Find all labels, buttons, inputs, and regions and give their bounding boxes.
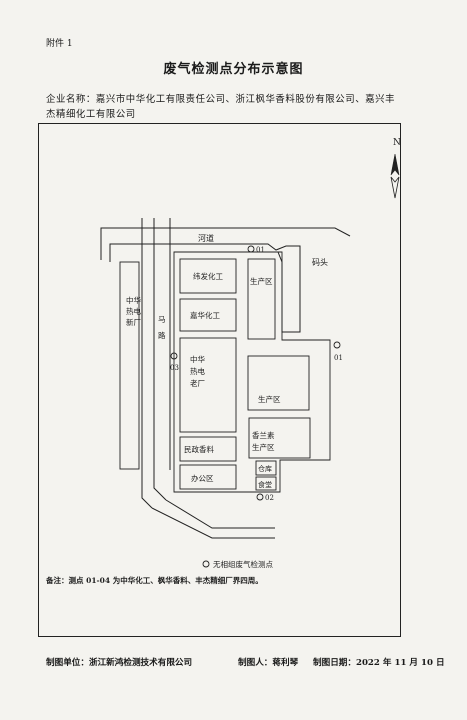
svg-text:中华: 中华	[190, 354, 205, 364]
river-bank-north	[100, 227, 351, 260]
svg-text:生产区: 生产区	[252, 442, 275, 452]
footer-author: 制图人：蒋利琴	[238, 658, 299, 668]
svg-text:热电: 热电	[190, 366, 205, 376]
svg-text:马: 马	[158, 315, 166, 324]
dock-label: 码头	[312, 257, 328, 267]
west-road-right	[153, 218, 167, 501]
sampling-point-03: 03	[170, 352, 179, 372]
river-label: 河道	[198, 233, 214, 243]
west-road-left	[141, 218, 153, 509]
minzheng-label: 民政香料	[184, 444, 214, 454]
thermal-old-label: 中华 热电 老厂	[190, 354, 205, 388]
map-note: 备注：测点 01-04 为中华化工、枫华香料、丰杰精细厂界四周。	[45, 575, 263, 585]
office-block	[179, 464, 237, 490]
annex-label: 附件 1	[46, 39, 73, 49]
minzheng-block	[179, 436, 237, 462]
canteen-block	[255, 476, 277, 491]
jiafa-label: 纬发化工	[193, 271, 223, 281]
map-legend: 无相组废气检测点	[202, 559, 273, 569]
compass-label: N	[393, 138, 401, 148]
warehouse-block	[255, 460, 277, 476]
xianglansu-label: 香兰素 生产区	[252, 430, 275, 452]
svg-text:路: 路	[158, 330, 166, 340]
jiahua-block	[179, 298, 237, 332]
svg-text:中华: 中华	[126, 295, 141, 305]
jiahua-label: 嘉华化工	[190, 310, 220, 320]
sampling-point-02: 02	[256, 493, 274, 502]
company-names: 企业名称：嘉兴市中华化工有限责任公司、浙江枫华香料股份有限公司、嘉兴丰 杰精细化…	[46, 92, 416, 122]
sampling-point-01-north: 01	[247, 245, 265, 254]
svg-text:02: 02	[265, 494, 274, 502]
jiafa-block	[179, 258, 237, 294]
compass-north-arrow: N	[390, 138, 401, 199]
legend-label: 无相组废气检测点	[213, 559, 273, 569]
svg-text:新厂: 新厂	[126, 317, 141, 327]
plant-boundary	[173, 251, 331, 493]
thermal-old-plant-block	[179, 337, 237, 433]
svg-text:老厂: 老厂	[190, 378, 205, 388]
footer-date: 制图日期：2022 年 11 月 10 日	[313, 658, 445, 668]
svg-text:01: 01	[334, 354, 343, 362]
sampling-point-01-east: 01	[333, 341, 343, 362]
road-label: 马 路	[158, 315, 166, 340]
svg-text:03: 03	[170, 364, 179, 372]
production-mid-block	[247, 355, 310, 411]
production-top-label: 生产区	[250, 276, 273, 286]
footer-unit: 制图单位：浙江新鸿检测技术有限公司	[46, 658, 193, 668]
svg-text:01: 01	[256, 246, 265, 254]
production-top-block	[247, 258, 276, 340]
svg-text:香兰素: 香兰素	[252, 430, 275, 440]
production-mid-label: 生产区	[258, 394, 281, 404]
south-road-upper	[165, 499, 275, 529]
svg-text:热电: 热电	[126, 306, 141, 316]
xianglansu-block	[248, 417, 311, 459]
company-line-2: 杰精细化工有限公司	[46, 109, 136, 120]
thermal-new-label: 中华 热电 新厂	[126, 295, 141, 327]
canteen-label: 食堂	[258, 480, 272, 489]
company-line-1: 企业名称：嘉兴市中华化工有限责任公司、浙江枫华香料股份有限公司、嘉兴丰	[46, 94, 396, 105]
thermal-new-plant-block	[119, 261, 140, 470]
warehouse-label: 仓库	[258, 464, 272, 473]
river-road-lines	[100, 218, 351, 539]
map-frame	[38, 123, 401, 637]
office-label: 办公区	[191, 473, 214, 483]
page-title: 废气检测点分布示意图	[163, 62, 304, 77]
south-road-lower	[151, 507, 275, 539]
